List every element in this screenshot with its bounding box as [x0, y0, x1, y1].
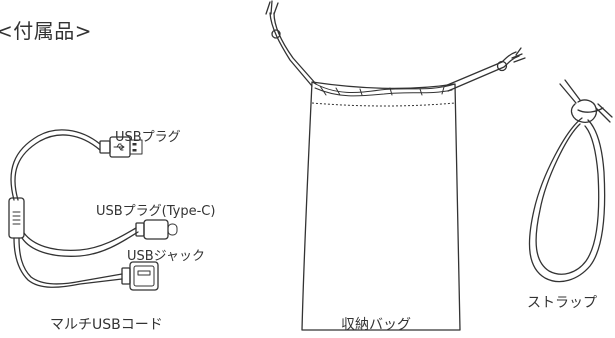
cable-splitter — [8, 197, 25, 239]
multi-usb-cable-drawing — [8, 129, 178, 291]
strap-caption: ストラップ — [527, 295, 597, 311]
usb-c-plug-icon — [135, 219, 178, 240]
usb-plug-typec-label: USBプラグ(Type-C) — [96, 204, 216, 219]
usb-plug-label: USBプラグ — [115, 130, 181, 145]
storage-bag-caption: 収納バッグ — [341, 317, 411, 333]
multi-usb-cable-caption: マルチUSBコード — [50, 317, 163, 333]
storage-bag-drawing — [265, 0, 526, 331]
usb-a-plug-icon — [99, 136, 143, 158]
accessories-heading: <付属品> — [0, 19, 93, 43]
usb-jack-label: USBジャック — [127, 249, 206, 264]
strap-drawing — [528, 79, 613, 283]
usb-jack-icon — [121, 261, 159, 291]
